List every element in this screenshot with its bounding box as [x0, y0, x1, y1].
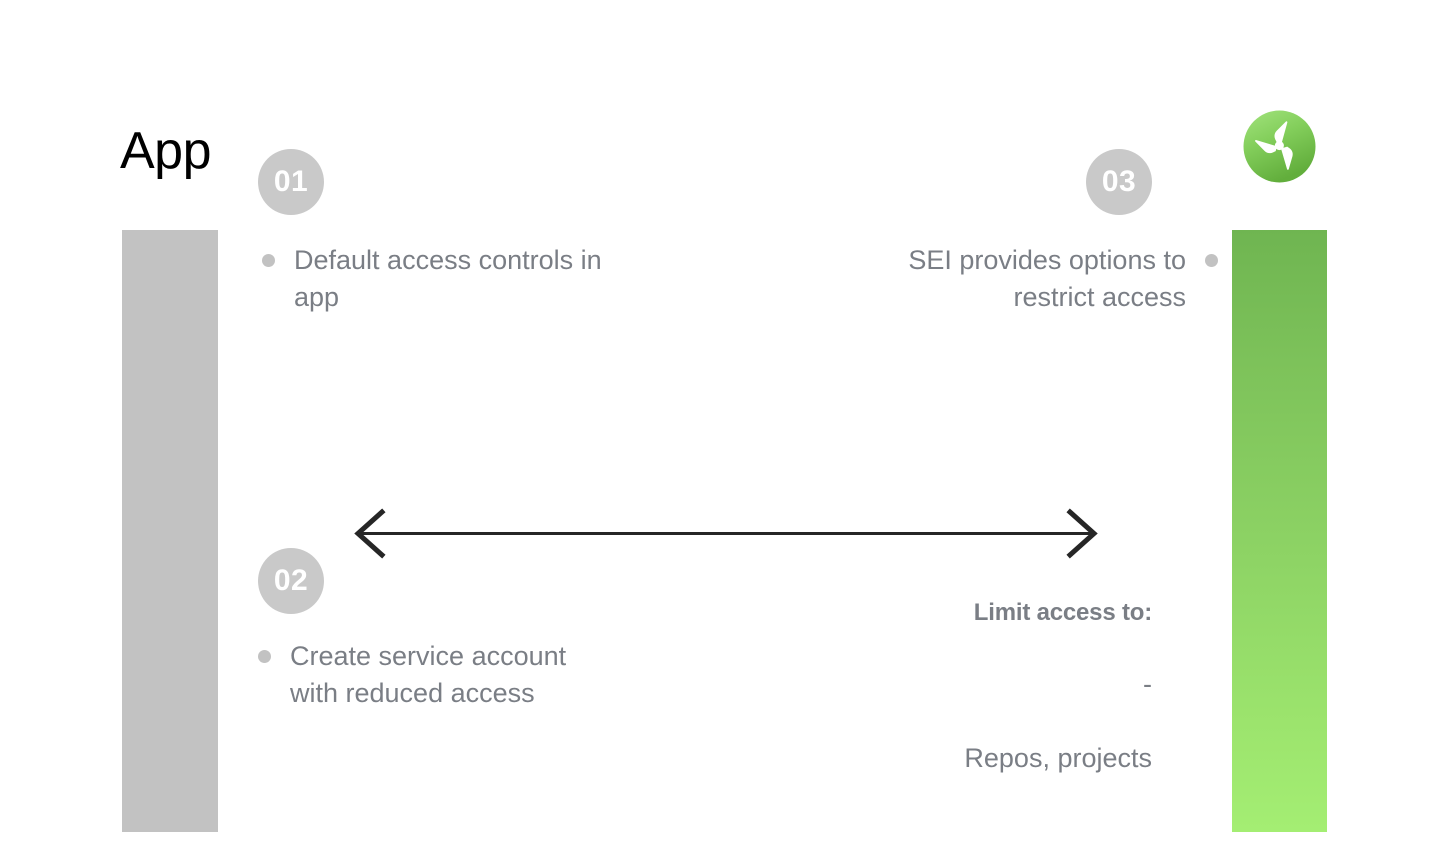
bullet-dot-icon [1205, 254, 1218, 267]
step-label-02: Create service account with reduced acce… [290, 641, 567, 708]
step-badge-03: 03 [1086, 149, 1152, 215]
limit-access-title: Limit access to: [973, 599, 1152, 626]
limit-item-label: Repos, projects [964, 743, 1152, 773]
limit-dash: - [1143, 669, 1152, 699]
limit-access-item: - Repos, projects [392, 629, 1152, 814]
page-title: App [120, 122, 212, 180]
step-badge-01: 01 [258, 149, 324, 215]
bullet-dot-icon [258, 650, 271, 663]
sei-side-bar [1232, 230, 1327, 832]
limit-access-block: Limit access to: - Repos, projects - Acc… [392, 596, 1152, 848]
bullet-dot-icon [262, 254, 275, 267]
step-text-01: Default access controls in app [262, 242, 604, 316]
sei-propeller-logo [1243, 110, 1316, 183]
limit-access-item: - Access commits, PRs, issues [392, 814, 1152, 848]
step-text-03: SEI provides options to restrict access [862, 242, 1218, 316]
step-label-03: SEI provides options to restrict access [908, 245, 1186, 312]
bidirectional-arrow [352, 506, 1100, 562]
app-side-bar [122, 230, 218, 832]
step-badge-02: 02 [258, 548, 324, 614]
step-text-02: Create service account with reduced acce… [258, 638, 600, 712]
step-label-01: Default access controls in app [294, 245, 602, 312]
